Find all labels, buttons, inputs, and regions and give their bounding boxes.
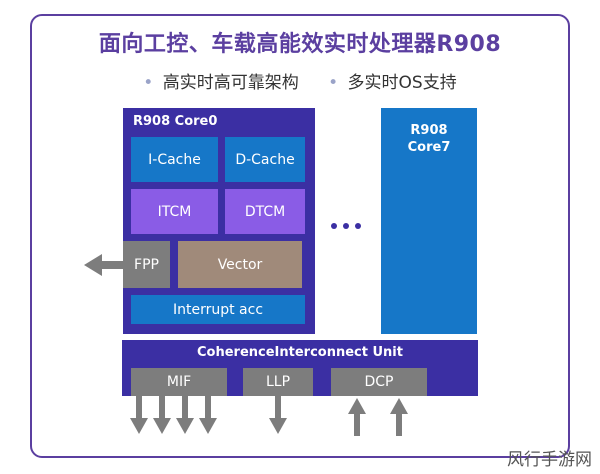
mif-down-arrow-icon bbox=[130, 396, 148, 434]
dot-icon bbox=[343, 223, 349, 229]
bullet-item: • 多实时OS支持 bbox=[328, 73, 457, 93]
mif-down-arrow-icon bbox=[153, 396, 171, 434]
dtcm-block: DTCM bbox=[225, 189, 305, 234]
fpp-block: FPP bbox=[123, 241, 170, 288]
interconnect-label: CoherenceInterconnect Unit bbox=[197, 345, 403, 360]
ellipsis-dots bbox=[328, 214, 364, 233]
interrupt-acc-block: Interrupt acc bbox=[131, 295, 305, 324]
core0-label: R908 Core0 bbox=[133, 114, 218, 129]
dot-icon bbox=[331, 223, 337, 229]
llp-port: LLP bbox=[243, 368, 313, 396]
mif-down-arrow-icon bbox=[176, 396, 194, 434]
core7-block bbox=[381, 108, 477, 334]
llp-down-arrow-icon bbox=[269, 396, 287, 434]
bullet-dot-icon: • bbox=[328, 73, 339, 93]
bullet-item: • 高实时高可靠架构 bbox=[143, 73, 304, 93]
core7-label-line1: R908 bbox=[410, 123, 448, 138]
dcp-up-arrow-icon bbox=[390, 398, 408, 436]
itcm-block: ITCM bbox=[131, 189, 218, 234]
watermark: 风行手游网 bbox=[507, 450, 592, 470]
bullet-dot-icon: • bbox=[143, 73, 154, 93]
icache-block: I-Cache bbox=[131, 137, 218, 182]
bullet-text: 多实时OS支持 bbox=[347, 73, 457, 93]
vector-block: Vector bbox=[178, 241, 302, 288]
mif-down-arrow-icon bbox=[199, 396, 217, 434]
core7-label: R908 Core7 bbox=[381, 122, 477, 156]
dcache-block: D-Cache bbox=[225, 137, 305, 182]
diagram-title: 面向工控、车载高能效实时处理器R908 bbox=[98, 32, 502, 57]
feature-bullets: • 高实时高可靠架构 • 多实时OS支持 bbox=[0, 68, 600, 93]
dcp-up-arrow-icon bbox=[348, 398, 366, 436]
mif-port: MIF bbox=[131, 368, 227, 396]
dot-icon bbox=[355, 223, 361, 229]
bullet-text: 高实时高可靠架构 bbox=[162, 73, 299, 93]
dcp-port: DCP bbox=[331, 368, 427, 396]
core7-label-line2: Core7 bbox=[407, 140, 451, 155]
fpp-out-arrow-icon bbox=[84, 254, 123, 276]
